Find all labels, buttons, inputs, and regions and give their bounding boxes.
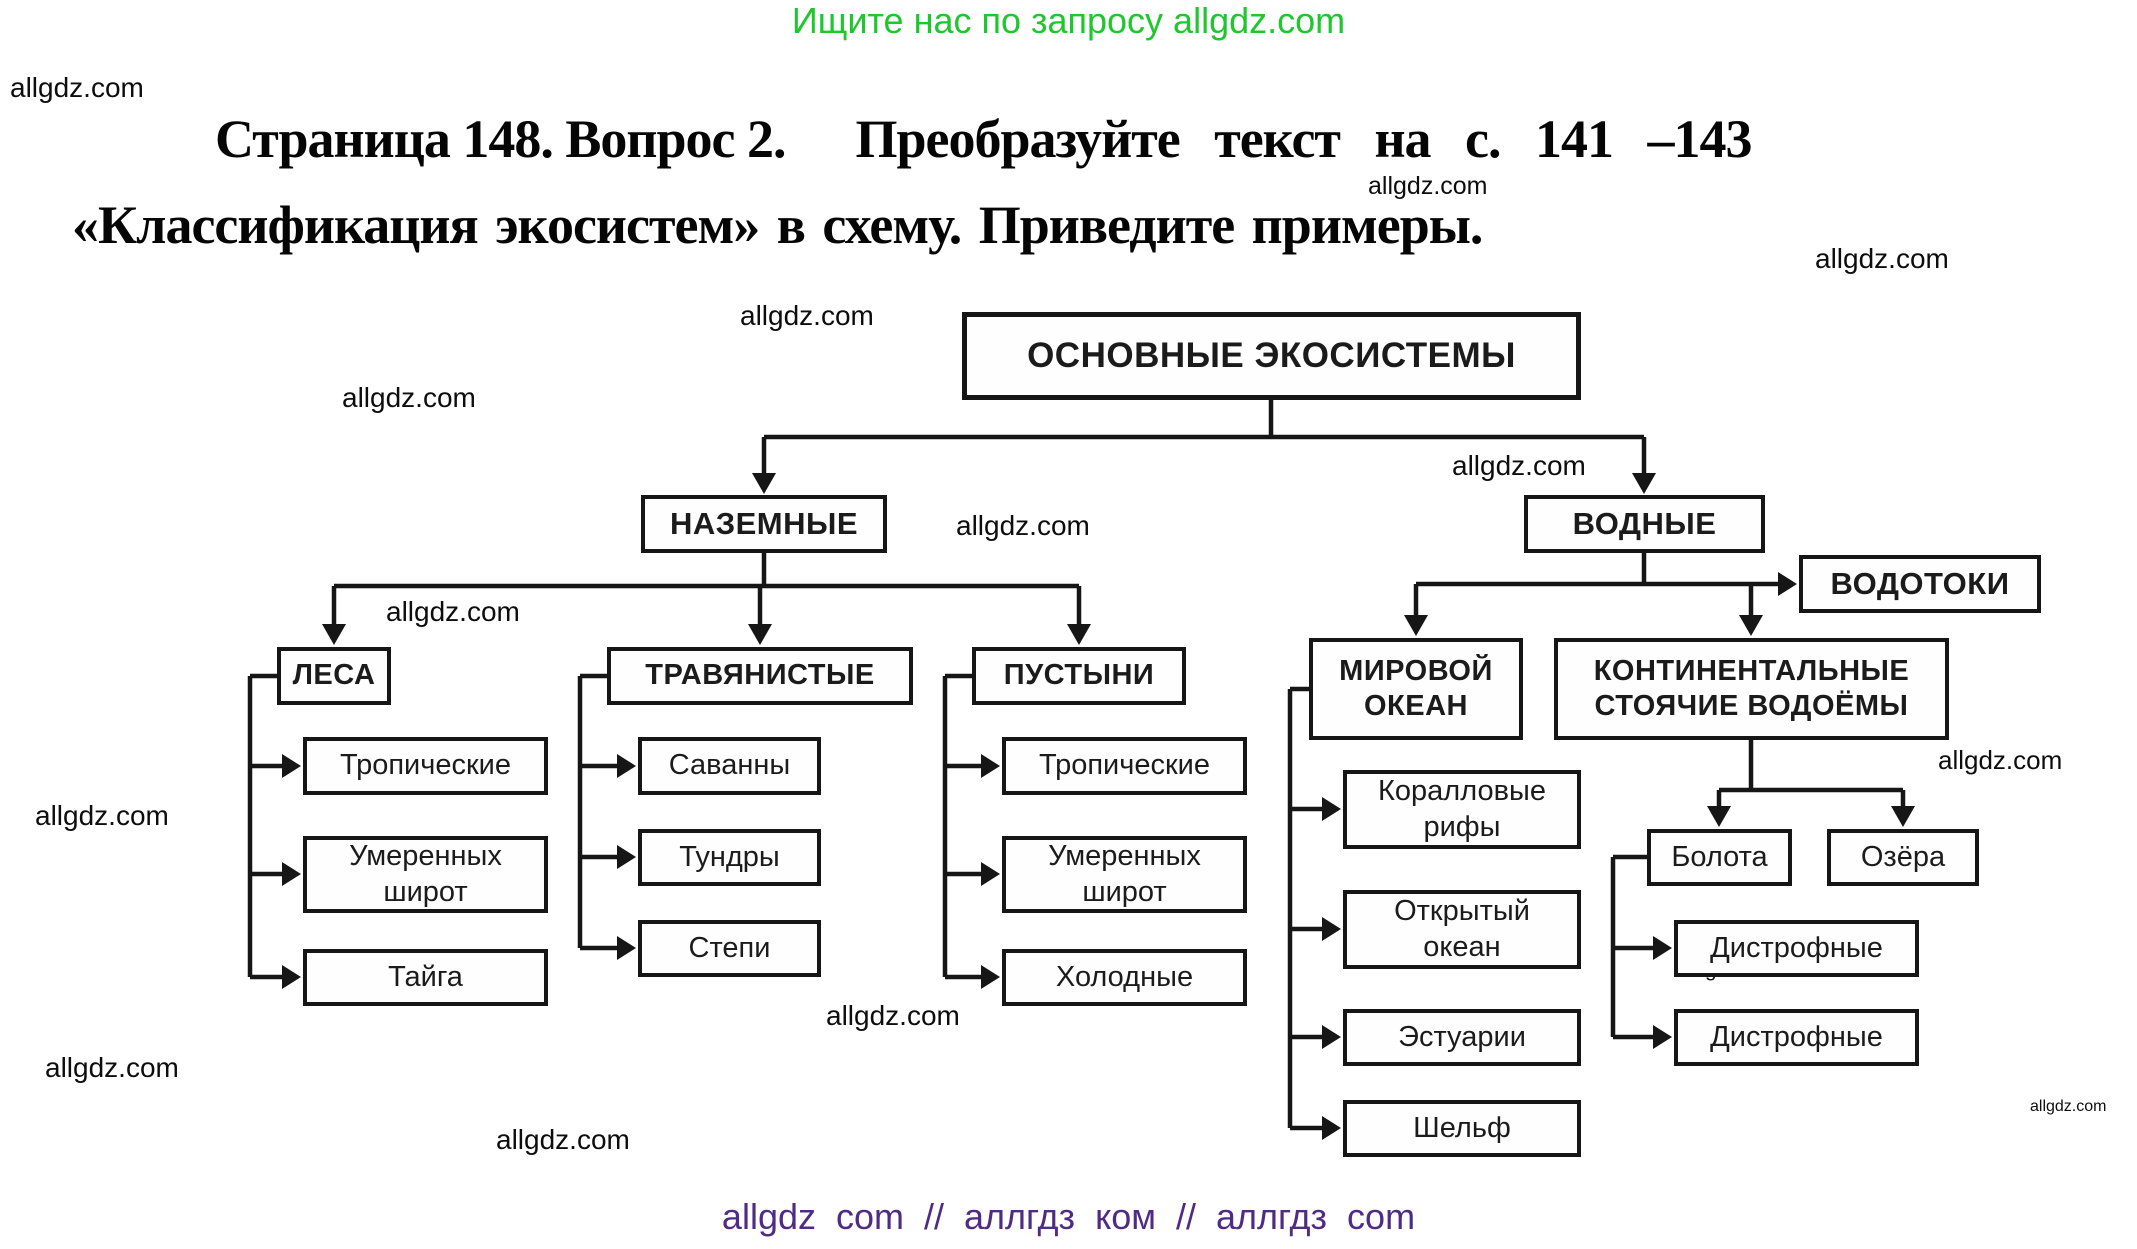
watermark-allgdz: allgdz.com [1452,450,1586,481]
node-swamps: Болота [1647,829,1792,886]
node-ocean-estuaries: Эстуарии [1343,1009,1581,1066]
watermark-allgdz: allgdz.com [386,596,520,627]
node-grasslands: ТРАВЯНИСТЫЕ [607,647,913,705]
watermark-allgdz: allgdz.com [740,300,874,331]
node-forests-temperate: Умеренных широт [303,836,548,913]
page-title-line1-right: Преобразуйте текст на с. 141 –143 [855,109,1752,169]
node-swamps-dystrophic-2: Дистрофные [1674,1009,1919,1066]
arrowheads [282,473,1915,1140]
watermark-allgdz: allgdz.com [10,72,144,103]
watermark-allgdz: allgdz.com [1815,243,1949,274]
node-deserts: ПУСТЫНИ [972,647,1186,705]
node-world-ocean: МИРОВОЙ ОКЕАН [1309,638,1523,740]
node-root: ОСНОВНЫЕ ЭКОСИСТЕМЫ [962,312,1581,400]
node-deserts-temperate: Умеренных широт [1002,836,1247,913]
footer-promo: allgdz com // аллгдз ком // аллгдз com [721,1196,1416,1237]
node-forests: ЛЕСА [277,647,391,705]
node-aquatic: ВОДНЫЕ [1524,495,1765,553]
watermark-allgdz: allgdz.com [826,1000,960,1031]
watermark-allgdz: allgdz.com [35,800,169,831]
watermark-allgdz: allgdz.com [496,1124,630,1155]
node-grasslands-steppes: Степи [638,920,821,977]
node-swamps-dystrophic-1: Дистрофные [1674,920,1919,977]
node-forests-tropical: Тропические [303,737,548,795]
watermark-allgdz: allgdz.com [342,382,476,413]
watermark-allgdz: allgdz.com [956,510,1090,541]
promo-banner: Ищите нас по запросу allgdz.com [791,0,1346,41]
node-ocean-open: Открытый океан [1343,890,1581,969]
watermark-allgdz: allgdz.com [1368,172,1488,200]
node-grasslands-savannas: Саванны [638,737,821,795]
node-grasslands-tundras: Тундры [638,829,821,886]
node-deserts-cold: Холодные [1002,949,1247,1006]
node-ocean-coral-reefs: Коралловые рифы [1343,770,1581,849]
watermark-allgdz: allgdz.com [1938,745,2063,775]
node-watercourses: ВОДОТОКИ [1799,555,2041,613]
node-deserts-tropical: Тропические [1002,737,1247,795]
watermark-allgdz: allgdz.com [45,1052,179,1083]
watermark-allgdz: allgdz.com [2030,1098,2107,1115]
page-title-line2: «Классификация экосистем» в схему. Приве… [72,195,1483,255]
node-lakes: Озёра [1827,829,1979,886]
node-forests-taiga: Тайга [303,949,548,1006]
page-title-line1-left: Страница 148. Вопрос 2. [215,109,786,169]
page-title-line1: Страница 148. Вопрос 2. Преобразуйте тек… [215,108,1753,170]
node-terrestrial: НАЗЕМНЫЕ [641,495,887,553]
node-ocean-shelf: Шельф [1343,1100,1581,1157]
node-continental-standing-waters: КОНТИНЕНТАЛЬНЫЕ СТОЯЧИЕ ВОДОЁМЫ [1554,638,1949,740]
